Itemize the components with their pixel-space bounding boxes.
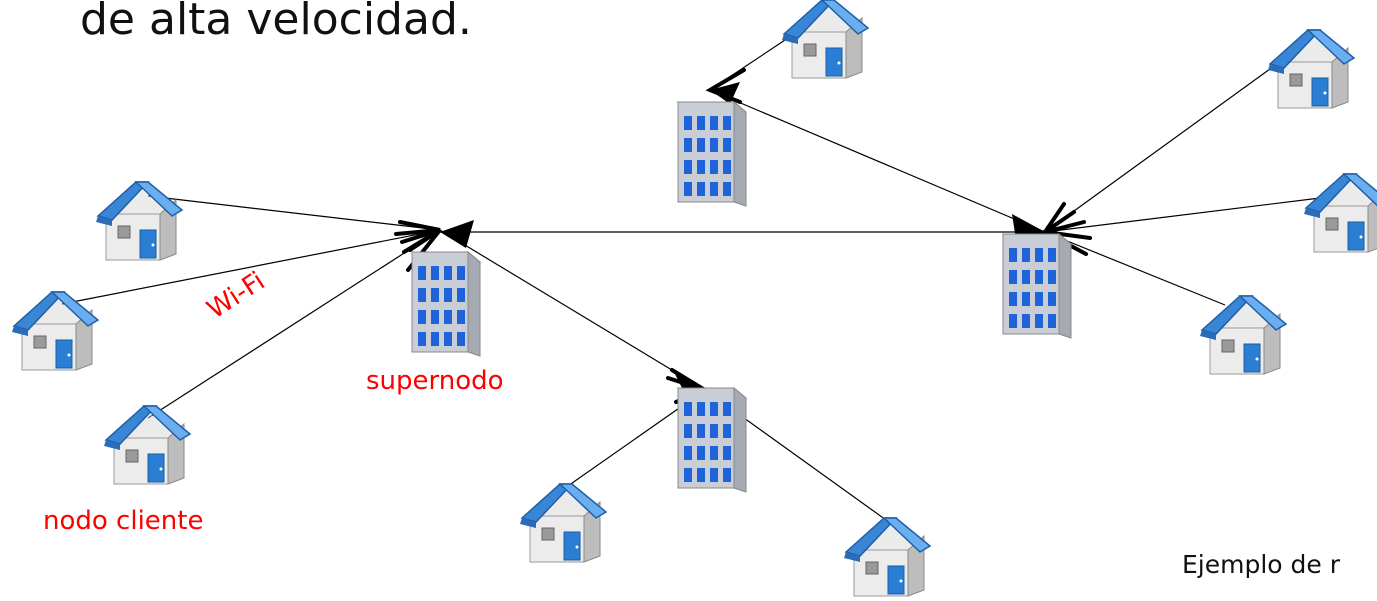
house-icon [103,405,191,485]
building-icon [1002,233,1072,339]
arrowhead [440,220,474,248]
caption-fragment: Ejemplo de r [1182,550,1341,579]
arrowhead [710,82,740,104]
house-icon [781,0,869,79]
house-icon [95,181,183,261]
wifi-link [61,229,441,305]
house-icon [1303,173,1377,253]
wifi-link [147,195,441,231]
house-icon [519,483,607,563]
link [1044,231,1226,306]
house-icon [1199,295,1287,375]
house-icon [11,291,99,371]
arrowhead [674,372,705,392]
building-icon [411,251,481,357]
house-icon [1267,29,1355,109]
links [61,39,1321,531]
building-icon [677,101,747,207]
link [1044,197,1321,233]
supernode-label: supernodo [366,366,504,396]
client-node-label: nodo cliente [43,506,204,536]
link [439,229,706,391]
wifi-link [147,229,441,419]
building-icon [677,387,747,493]
house-icon [843,517,931,597]
page-title-fragment: de alta velocidad. [80,0,472,45]
link [1044,39,1311,233]
link [709,89,1046,233]
